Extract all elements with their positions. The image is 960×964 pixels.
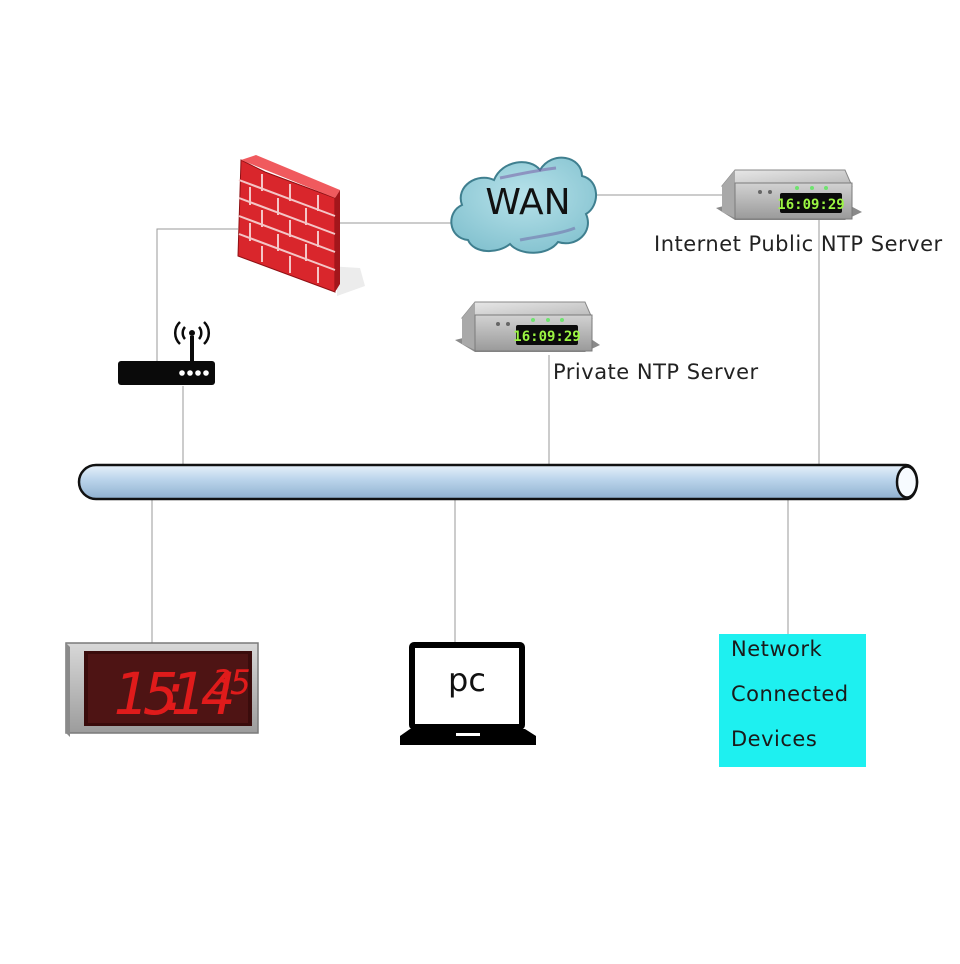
network-connected-devices-box: Network Connected Devices: [719, 634, 866, 767]
clock-minutes: 14: [170, 660, 232, 728]
public-ntp-server-icon: [716, 169, 862, 220]
devices-label-line1: Network: [731, 637, 823, 661]
private-ntp-server-label: Private NTP Server: [553, 360, 759, 384]
private-server-display: 16:09:29: [513, 329, 580, 345]
public-server-display: 16:09:29: [777, 197, 844, 213]
link-router-firewall: [156, 228, 238, 371]
connection-lines: [151, 194, 820, 646]
wan-cloud-icon: [450, 156, 597, 254]
router-icon: [118, 321, 215, 385]
devices-label-line3: Devices: [731, 727, 818, 751]
devices-label-line2: Connected: [731, 682, 849, 706]
public-ntp-server-label: Internet Public NTP Server: [654, 232, 943, 256]
lan-bus: [77, 463, 919, 501]
wall-clock-icon: [65, 642, 259, 737]
clock-hours: 15: [113, 660, 176, 728]
pc-label: pc: [448, 661, 486, 699]
wan-label: WAN: [485, 182, 570, 223]
private-ntp-server-icon: [455, 301, 600, 352]
firewall-icon: [237, 155, 365, 296]
laptop-icon: [400, 642, 536, 745]
clock-seconds: 35: [211, 663, 249, 703]
clock-colon: :: [160, 664, 190, 722]
